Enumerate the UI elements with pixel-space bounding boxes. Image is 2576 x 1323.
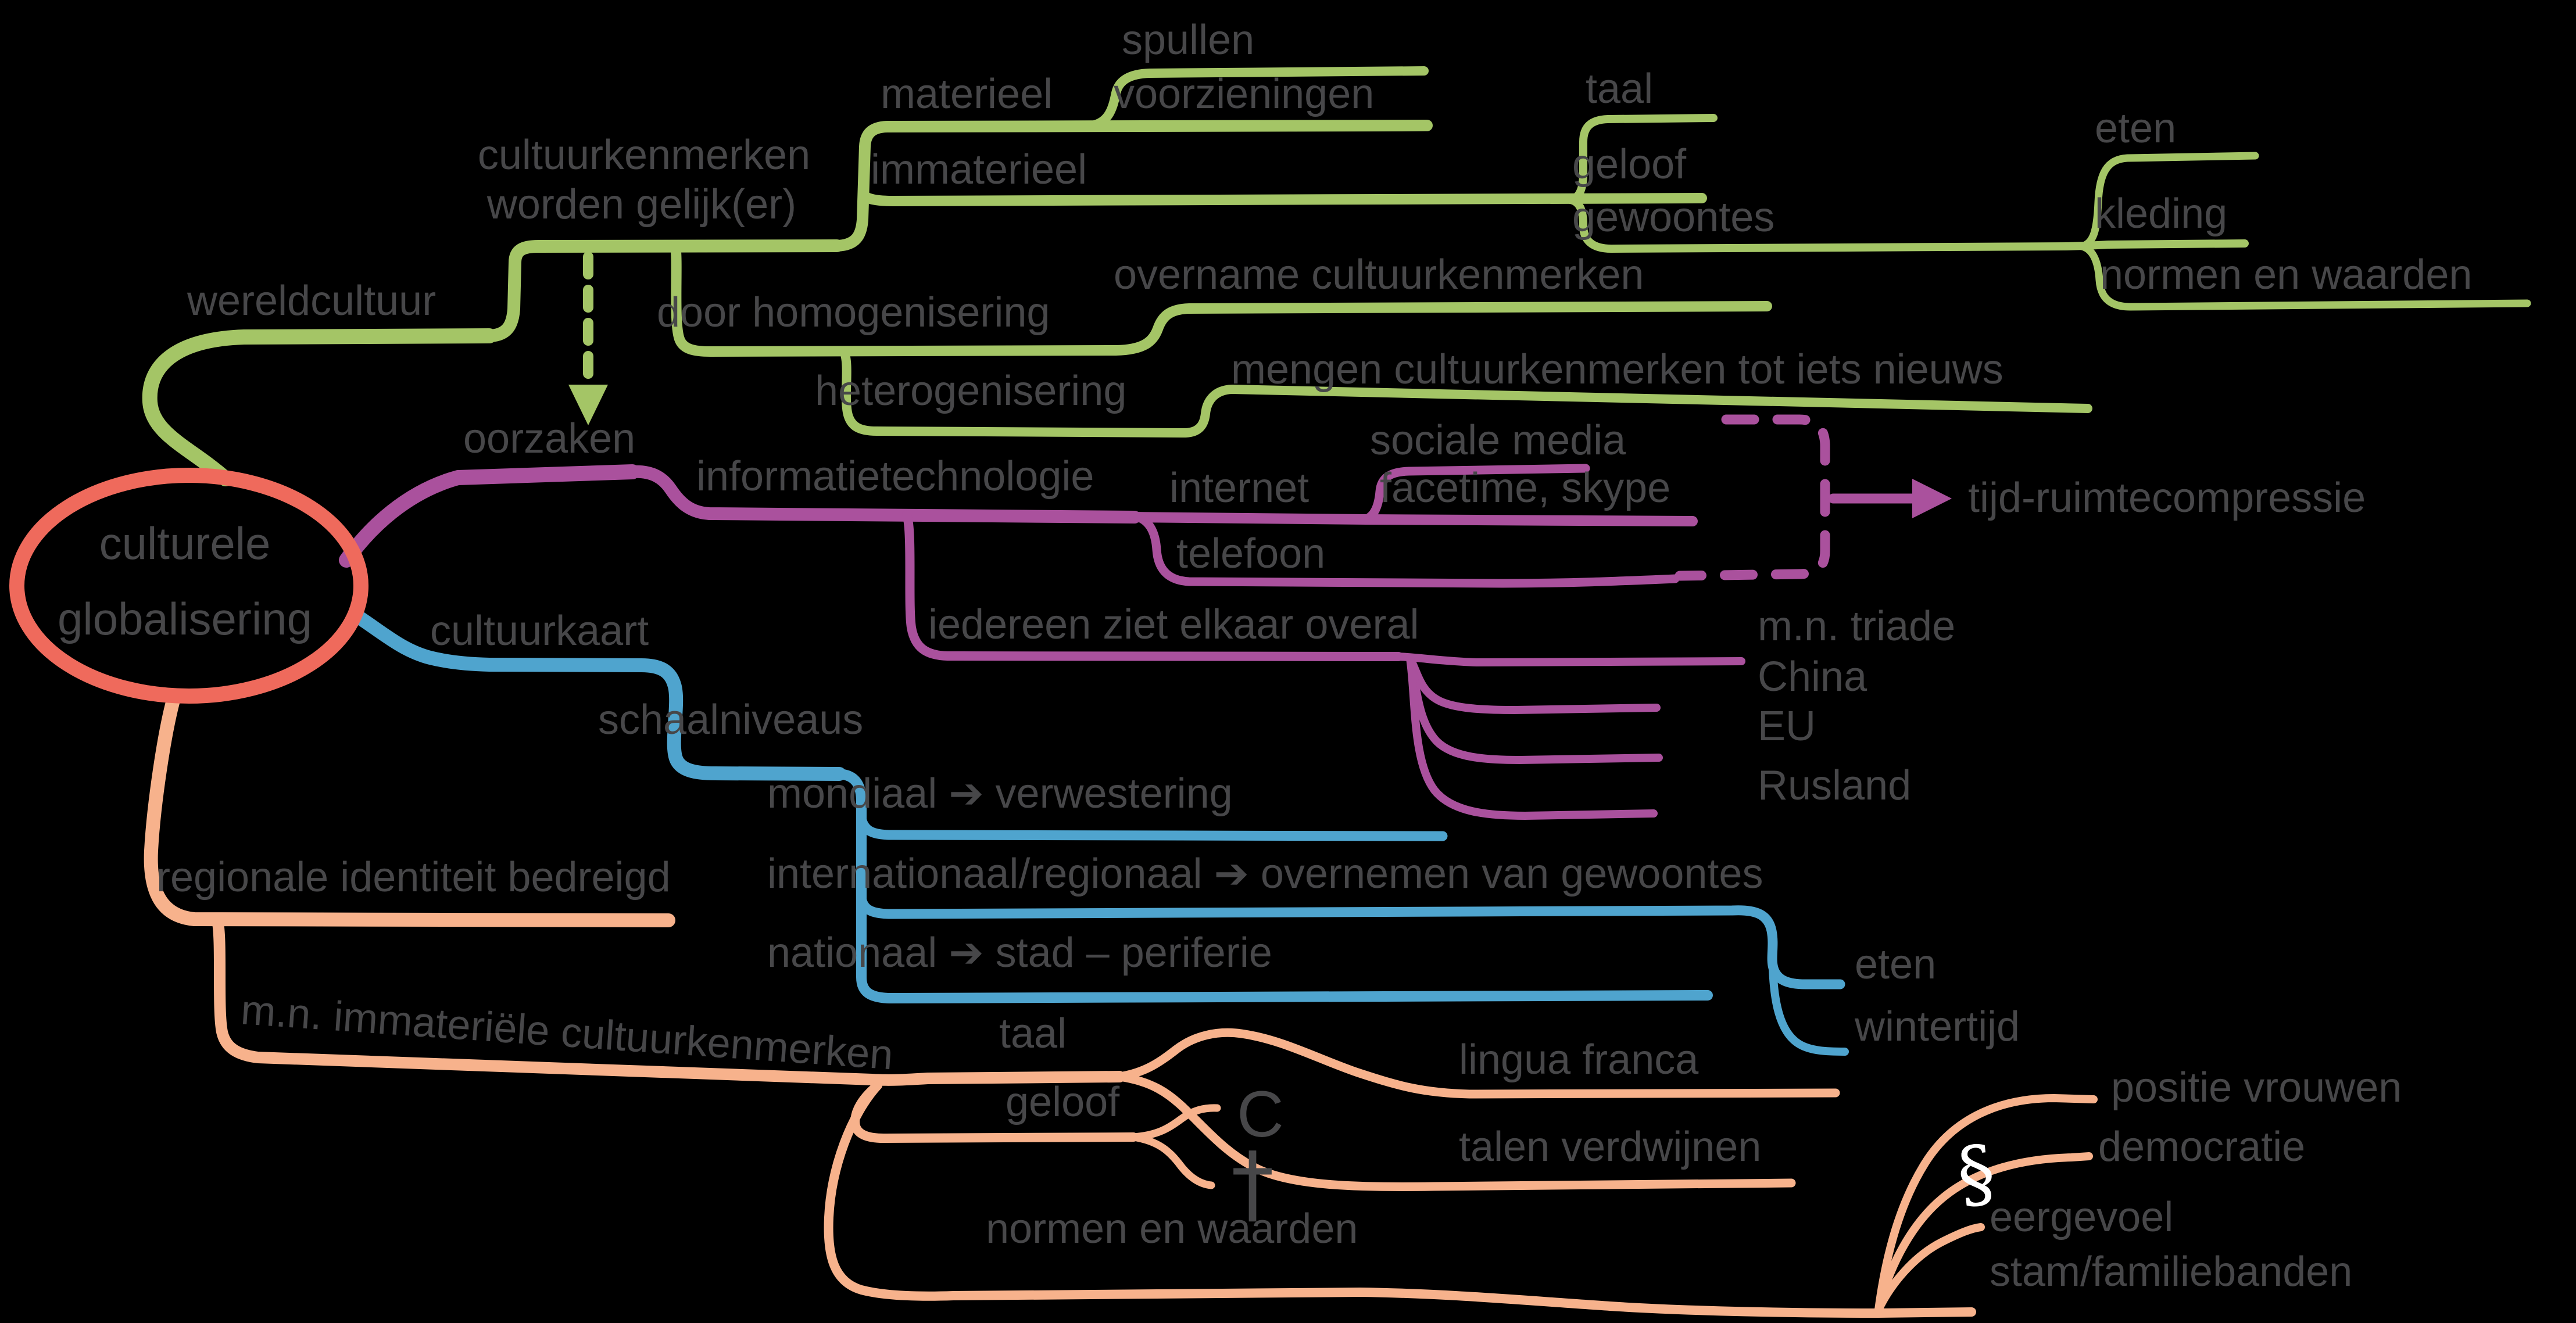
label-china: China	[1758, 654, 1867, 700]
label-stam-familiebanden: stam/familiebanden	[1990, 1249, 2352, 1295]
label-schaalniveaus: schaalniveaus	[598, 697, 863, 743]
label-door-homogenisering: door homogenisering	[657, 289, 1050, 336]
green-immaterieel-geloof-line	[858, 190, 1707, 206]
crescent-islam-icon: C	[1237, 1078, 1284, 1150]
label-eergevoel: eergevoel	[1990, 1194, 2173, 1240]
label-voorzieningen: voorzieningen	[1114, 71, 1374, 117]
label-immaterieel: immaterieel	[871, 146, 1087, 193]
orange-eergevoel-line	[1874, 1223, 1985, 1314]
label-lingua-franca: lingua franca	[1459, 1037, 1699, 1083]
green-trunk	[142, 328, 497, 486]
label-internationaal: internationaal/regionaal ➔ overnemen van…	[767, 851, 1763, 897]
branch-blue-cultuurkaart	[353, 611, 1849, 1056]
label-taal-oranje: taal	[999, 1010, 1067, 1057]
label-talen-verdwijnen: talen verdwijnen	[1459, 1124, 1761, 1170]
paragraph-law-icon: §	[1953, 1129, 1999, 1219]
orange-kruis-line	[1129, 1133, 1215, 1189]
label-mondiaal: mondiaal ➔ verwestering	[767, 770, 1233, 817]
green-gewoontes-kleding-line	[1566, 196, 2249, 253]
blue-trunk-cultuurkaart-schaalniveaus	[353, 611, 846, 781]
label-eten-groen: eten	[2095, 105, 2176, 152]
label-regionale-identiteit: regionale identiteit bedreigd	[156, 854, 671, 901]
center-title-line1: culturele	[99, 518, 271, 569]
label-geloof-groen: geloof	[1572, 141, 1687, 188]
label-spullen: spullen	[1122, 17, 1254, 63]
label-informatietechnologie: informatietechnologie	[696, 453, 1094, 500]
label-gewoontes: gewoontes	[1572, 194, 1774, 241]
blue-wintertijd-line	[1769, 964, 1849, 1056]
blue-vertical-nationaal-line	[834, 769, 1713, 1003]
label-eten-blauw: eten	[1855, 941, 1936, 988]
label-sociale-media: sociale media	[1370, 417, 1626, 464]
purple-rusland-line	[1406, 654, 1658, 820]
center-node-ellipse	[9, 468, 368, 704]
green-heterogenisering-mengen-line	[839, 346, 2092, 438]
label-positie-vrouwen: positie vrouwen	[2111, 1064, 2402, 1111]
arrow-down-icon	[568, 385, 608, 425]
label-overname: overname cultuurkenmerken	[1114, 252, 1644, 298]
label-wereldcultuur: wereldcultuur	[187, 278, 436, 324]
purple-trunk-oorzaken	[339, 464, 640, 568]
label-wintertijd: wintertijd	[1854, 1003, 2020, 1050]
label-heterogenisering: heterogenisering	[815, 368, 1126, 414]
label-internet: internet	[1169, 465, 1309, 511]
purple-iedereen-line	[902, 510, 1403, 661]
purple-triade-line	[1394, 652, 1745, 666]
label-kleding: kleding	[2095, 191, 2227, 237]
label-cultuurkaart: cultuurkaart	[430, 608, 649, 654]
green-elbow-cultuurkenmerken	[483, 239, 843, 342]
green-eten-line	[2078, 152, 2259, 250]
label-facetime-skype: facetime, skype	[1380, 465, 1670, 511]
label-mn-triade: m.n. triade	[1758, 603, 1955, 650]
green-spullen-line	[1083, 66, 1429, 131]
label-democratie: democratie	[2098, 1124, 2305, 1170]
orange-immateriele-taal-line	[212, 915, 1125, 1086]
branch-green-wereldcultuur	[142, 66, 2531, 486]
label-eu: EU	[1758, 703, 1816, 750]
label-mengen: mengen cultuurkenmerken tot iets nieuws	[1231, 346, 2003, 393]
orange-normen-stam-line	[824, 1081, 1976, 1318]
orange-lingua-franca-line	[1115, 1028, 1840, 1099]
orange-democratie-line	[1874, 1152, 2093, 1314]
label-normen-groen: normen en waarden	[2100, 252, 2472, 298]
purple-sociale-media-line	[1360, 464, 1590, 524]
green-materieel-voorzieningen-line	[831, 120, 1433, 252]
orange-talen-verdwijnen-line	[1115, 1072, 1796, 1191]
purple-internet-facetime-line	[1129, 512, 1698, 526]
green-homogenisering-overname-line	[670, 241, 1772, 357]
center-title-line2: globalisering	[58, 593, 312, 644]
label-tijd-ruimtecompressie: tijd-ruimtecompressie	[1968, 475, 2366, 521]
orange-positie-vrouwen-line	[1874, 1094, 2098, 1314]
label-normen-oranje: normen en waarden	[986, 1206, 1358, 1252]
label-telefoon: telefoon	[1176, 530, 1325, 577]
cross-christianity-icon: †	[1231, 1134, 1274, 1234]
purple-dashed-bracket	[1675, 414, 1830, 581]
green-normen-line	[2078, 242, 2531, 311]
purple-informatietechnologie-line	[626, 465, 1141, 524]
branch-purple-oorzaken	[339, 414, 1952, 820]
label-geloof-oranje: geloof	[1006, 1079, 1120, 1125]
label-oorzaken: oorzaken	[463, 415, 635, 462]
label-nationaal: nationaal ➔ stad – periferie	[767, 930, 1272, 976]
blue-internationaal-eten-line	[856, 893, 1845, 989]
blue-mondiaal-line	[856, 813, 1448, 841]
orange-trunk-regionale-line	[144, 689, 675, 927]
green-taal-line	[1566, 114, 1718, 204]
purple-telefoon-line	[1133, 512, 1680, 588]
label-rusland: Rusland	[1758, 762, 1911, 809]
label-cultuurkenmerken-line2: worden gelijk(er)	[486, 181, 796, 228]
label-cultuurkenmerken-line1: cultuurkenmerken	[478, 132, 810, 178]
branch-orange-regionale-identiteit	[144, 689, 2098, 1318]
label-iedereen: iedereen ziet elkaar overal	[928, 601, 1419, 648]
label-taal-groen: taal	[1586, 66, 1653, 112]
arrow-right-icon	[1912, 479, 1952, 518]
label-materieel: materieel	[881, 71, 1053, 117]
orange-islam-line	[1129, 1104, 1221, 1141]
